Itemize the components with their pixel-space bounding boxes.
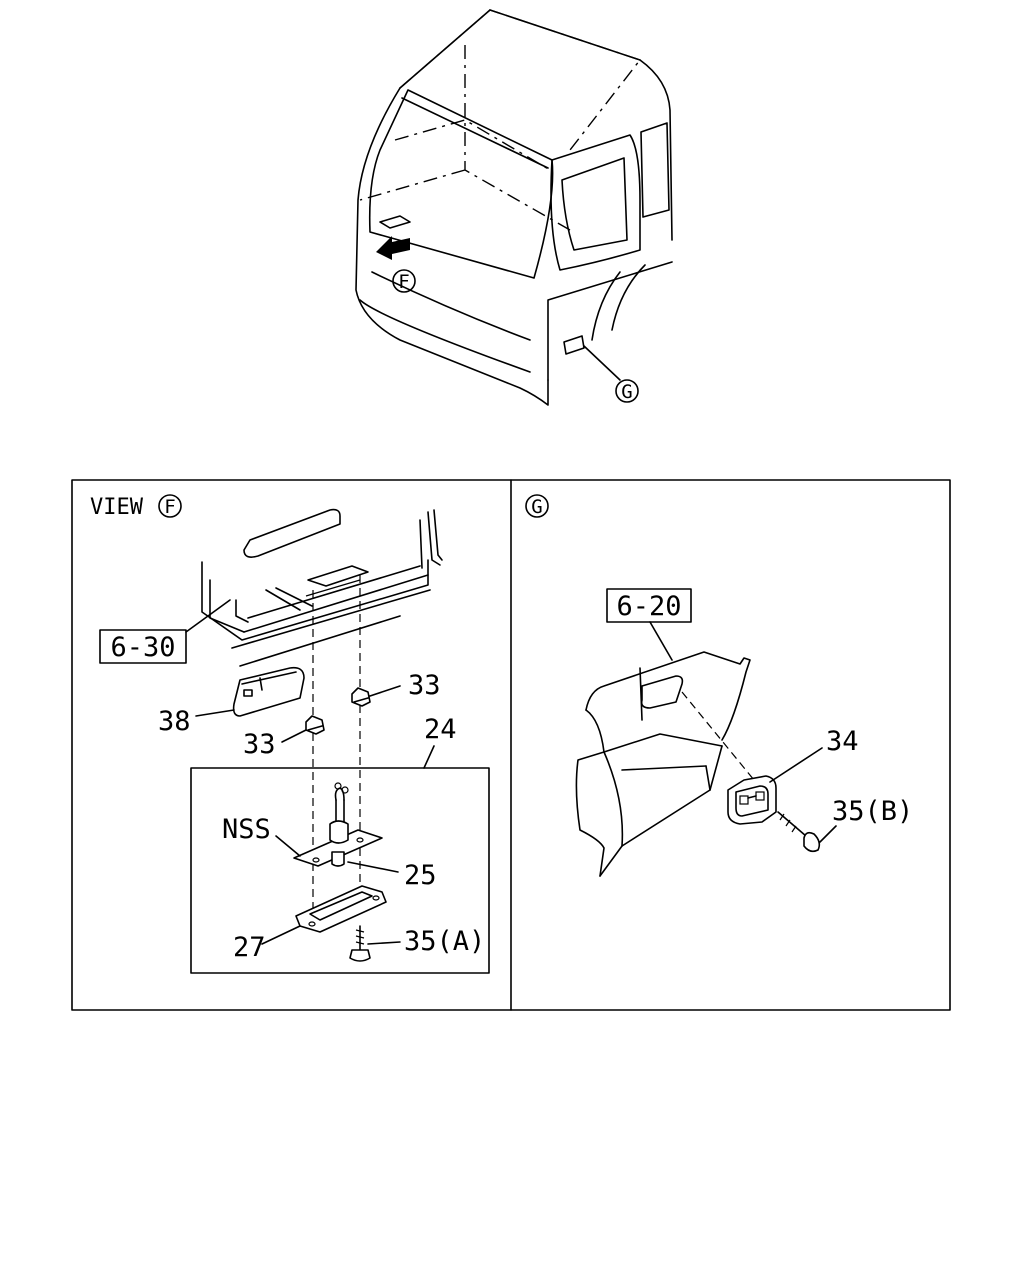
leader-25	[347, 861, 399, 873]
label-35b: 35(B)	[832, 796, 913, 827]
view-g-marker: G	[525, 494, 549, 518]
leader-33-lower	[281, 729, 307, 743]
svg-text:6-20: 6-20	[616, 591, 681, 622]
leader-nss	[275, 835, 301, 857]
leader-34	[769, 747, 823, 783]
assembly-24-box	[190, 767, 490, 974]
part-25-bulb-socket	[329, 782, 349, 867]
svg-text:F: F	[164, 496, 175, 518]
label-35a: 35(A)	[404, 926, 485, 957]
svg-text:F: F	[398, 271, 409, 293]
label-34: 34	[826, 726, 859, 757]
label-33-upper: 33	[408, 670, 441, 701]
truck-cab-illustration	[355, 9, 673, 406]
marker-g-overview: G	[615, 379, 639, 403]
part-34-grommet	[727, 775, 777, 825]
leader-35b	[819, 825, 837, 843]
part-38-lamp	[232, 666, 305, 717]
part-35b-screw	[777, 811, 821, 853]
ref-box-6-20: 6-20	[606, 588, 692, 623]
svg-text:G: G	[621, 381, 632, 403]
leader-6-20	[649, 621, 673, 661]
part-33-clip-upper	[351, 687, 371, 707]
view-f-marker: F	[158, 494, 182, 518]
leader-6-30	[185, 599, 231, 633]
view-f-prefix: VIEW	[90, 495, 144, 520]
leader-35a	[367, 941, 401, 945]
body-side-panel	[575, 651, 751, 877]
leader-24	[423, 745, 435, 769]
label-nss: NSS	[222, 814, 271, 845]
label-38: 38	[158, 706, 191, 737]
part-27-lens	[295, 885, 387, 933]
leader-33-upper	[369, 685, 401, 697]
leader-38	[195, 709, 235, 717]
view-f-cab-structure	[201, 508, 443, 667]
svg-text:6-30: 6-30	[110, 632, 175, 663]
marker-f-overview: F	[392, 269, 416, 293]
leader-27	[261, 925, 301, 945]
part-35a-screw	[349, 925, 371, 962]
label-33-lower: 33	[243, 729, 276, 760]
ref-box-6-30: 6-30	[99, 629, 187, 664]
part-33-clip-lower	[305, 715, 325, 735]
label-27: 27	[233, 932, 266, 963]
label-24: 24	[424, 714, 457, 745]
label-25: 25	[404, 860, 437, 891]
svg-text:G: G	[531, 496, 542, 518]
assembly-line-g	[681, 691, 755, 781]
